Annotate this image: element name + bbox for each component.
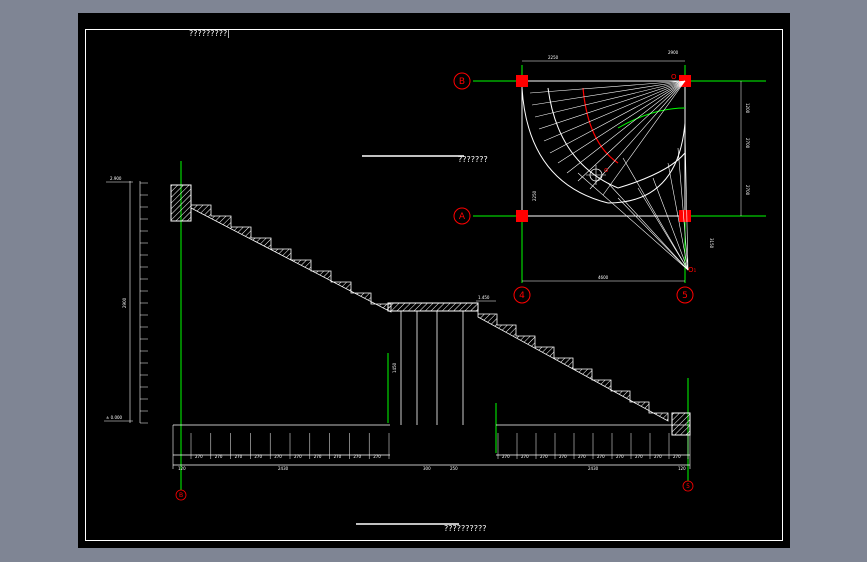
section-left-tread-dim: 270 [373,454,381,459]
section-left-tread-dim: 270 [314,454,322,459]
section-right-tread-dim: 270 [559,454,567,459]
plan-stair-inner-arc [547,87,619,189]
drawing-canvas: o O O₁ 2250 2900 1200 2700 2700 3150 460… [104,50,766,525]
section-right-tread-dim: 270 [521,454,529,459]
plan-stair-lower-inner-arc [617,152,686,189]
plan-lower-tread-lines [577,130,689,271]
plan-column [679,210,691,222]
plan-dim-right-1: 1200 [745,103,750,114]
section-title: ?????????? [444,524,487,533]
plan-dim-right-3: 2700 [745,185,750,196]
plan-axis-bubble-a [453,207,471,225]
section-level-landing: 1.450 [478,295,490,300]
section-axis-label-b: B [179,492,183,499]
section-left-tread-dim: 270 [215,454,223,459]
section-left-tread-dim: 270 [254,454,262,459]
section-dim-ticks [190,433,689,459]
section-riser-ticks [140,182,148,424]
plan-tread-lines [529,80,686,196]
section-left-tread-dim: 270 [334,454,342,459]
section-level-top: 2.900 [110,176,122,181]
plan-dim-top-2: 2900 [668,50,679,55]
section-dim-right-end: 120 [678,466,686,471]
section-dim-texts: 270 270 270 270 270 270 270 270 270 270 270 270 270 2… [195,454,681,459]
plan-axis-bubble-5 [676,286,694,304]
section-axis-bubble-5 [682,480,694,492]
section-dim-left-total: 2430 [278,466,289,471]
plan-center-o-label: o [604,166,608,174]
section-height-total: 2900 [122,297,127,308]
section-view: 2.900 ± 0.000 2900 1.450 [104,161,694,525]
section-right-tread-dim: 270 [578,454,586,459]
section-stair-flights [190,194,669,422]
section-right-tread-dim: 270 [597,454,605,459]
plan-center-o1-label: O [671,73,677,81]
plan-column [516,75,528,87]
plan-axis-bubble-b [453,72,471,90]
section-left-tread-dim: 270 [294,454,302,459]
plan-axis-bubble-4 [513,286,531,304]
section-left-tread-dim: 270 [195,454,203,459]
drawing-sheet: ?????????| [78,13,790,548]
plan-axis-label-5: 5 [682,291,688,301]
section-mid-landing [387,302,479,312]
section-right-tread-dim: 270 [540,454,548,459]
plan-dim-bottom: 4600 [598,275,609,280]
plan-dim-right-4: 3150 [709,238,714,249]
plan-stair-outer-arc [521,87,609,204]
plan-wall-outline [521,80,686,217]
plan-axis-label-b: B [459,77,465,87]
sheet-title: ?????????| [189,29,230,38]
section-right-tread-dim: 270 [635,454,643,459]
section-dim-right-total: 2430 [588,466,599,471]
section-axis-label-5: 5 [686,483,690,490]
section-level-bottom: ± 0.000 [106,415,123,420]
section-dim-left-start: 120 [178,466,186,471]
section-height-landing: 1450 [392,362,397,373]
plan-green-arc [617,107,686,129]
plan-axis-label-a: A [459,212,466,222]
section-left-tread-dim: 270 [274,454,282,459]
plan-axis-label-4: 4 [519,291,525,301]
plan-stair-lower-arc [607,122,686,204]
plan-view: o O O₁ 2250 2900 1200 2700 2700 3150 460… [362,50,766,304]
section-bottom-block [671,412,691,436]
plan-dim-top-1: 2250 [548,55,559,60]
plan-center-o2-label: O₁ [688,266,697,274]
plan-red-arc [582,87,619,164]
plan-dim-right-2: 2700 [745,138,750,149]
section-dim-mid-2: 250 [450,466,458,471]
section-axis-bubble-b [175,489,187,501]
section-top-landing-block [170,184,192,222]
section-right-tread-dim: 270 [502,454,510,459]
section-dim-mid-1: 300 [423,466,431,471]
section-right-tread-dim: 270 [654,454,662,459]
section-upper-flight [190,194,392,313]
section-lower-flight [477,303,669,422]
plan-dim-left-small: 2250 [532,190,537,201]
section-left-tread-dim: 270 [235,454,243,459]
section-right-tread-dim: 270 [673,454,681,459]
plan-column [516,210,528,222]
section-left-tread-dim: 270 [353,454,361,459]
plan-title: ??????? [458,155,488,164]
drawing-frame [85,29,783,541]
section-right-tread-dim: 270 [616,454,624,459]
